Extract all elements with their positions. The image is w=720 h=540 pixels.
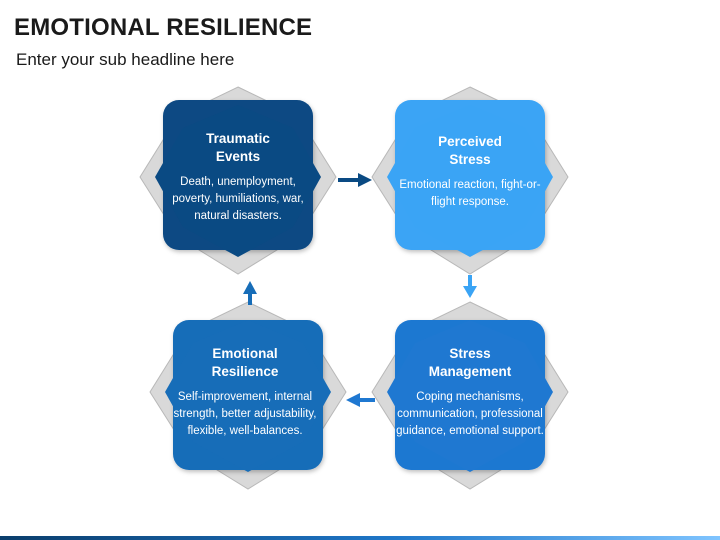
card-emotional-resilience: Emotional Resilience Self-improvement, i… (170, 345, 320, 440)
arrow-right-icon (338, 173, 372, 187)
page-subtitle: Enter your sub headline here (16, 50, 235, 69)
card-shape-emotional-resilience (149, 301, 347, 490)
page-title: EMOTIONAL RESILIENCE (14, 14, 313, 41)
card-perceived-stress: Perceived Stress Emotional reaction, fig… (395, 133, 545, 211)
arrow-up-icon (243, 281, 257, 305)
card-title: Stress Management (428, 346, 512, 379)
footer-accent-bar (0, 536, 720, 540)
card-shape-stress-management (371, 301, 569, 490)
card-traumatic-events: Traumatic Events Death, unemployment, po… (163, 130, 313, 225)
card-shape-traumatic-events (139, 86, 337, 275)
card-title: Traumatic Events (206, 131, 270, 164)
card-title: Emotional Resilience (211, 346, 279, 379)
card-description: Death, unemployment, poverty, humiliatio… (172, 176, 304, 222)
card-title: Perceived Stress (438, 134, 502, 167)
card-description: Self-improvement, internal strength, bet… (173, 391, 317, 437)
card-shape-perceived-stress (371, 86, 569, 275)
card-description: Emotional reaction, fight-or-flight resp… (399, 179, 541, 208)
arrow-down-icon (463, 275, 477, 298)
arrow-left-icon (346, 393, 375, 407)
card-stress-management: Stress Management Coping mechanisms, com… (395, 345, 545, 440)
card-description: Coping mechanisms, communication, profes… (396, 391, 544, 437)
